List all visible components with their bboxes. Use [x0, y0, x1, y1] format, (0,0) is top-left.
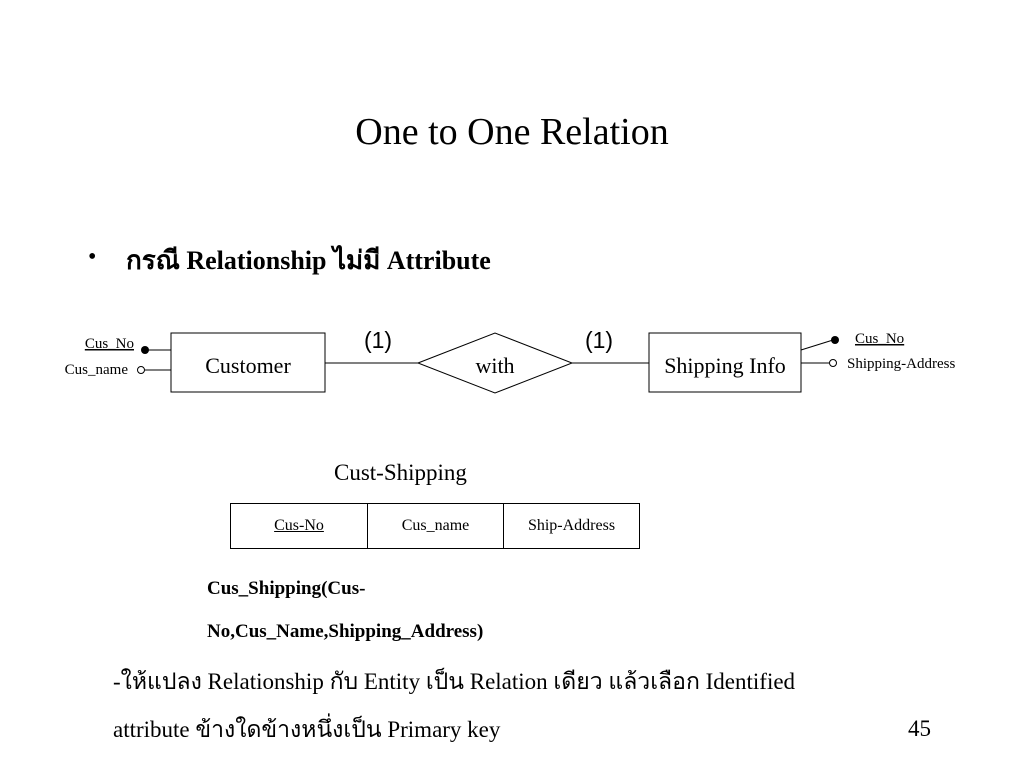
slide-title: One to One Relation: [355, 111, 669, 153]
attr-cus-no-right: Cus_No: [855, 331, 904, 347]
key-attribute-dot: [141, 346, 149, 354]
entity-customer-label: Customer: [205, 353, 291, 378]
entity-shipping-box: [648, 332, 802, 393]
entity-customer-box: [170, 332, 326, 393]
table-cell-cus-no: Cus-No: [230, 503, 368, 549]
table-cell-cus-name: Cus_name: [367, 503, 504, 549]
attribute-circle: [137, 366, 145, 374]
attr-line-cus-no-right: [800, 339, 834, 351]
table-cell-ship-address: Ship-Address: [503, 503, 640, 549]
bullet-text-thai-1: กรณี: [126, 246, 180, 275]
note-line-2: attribute ข้างใดข้างหนึ่งเป็น Primary ke…: [113, 717, 501, 742]
bullet-text-attribute: Attribute: [386, 246, 491, 275]
attr-cus-no-left: Cus_No: [85, 336, 134, 352]
bullet-text-relationship: Relationship: [186, 246, 327, 275]
cardinality-left: (1): [364, 327, 392, 353]
relation-table-title: Cust-Shipping: [334, 460, 467, 485]
attribute-circle-right: [829, 359, 837, 367]
bullet-text: กรณี Relationship ไม่มี Attribute: [126, 240, 491, 281]
attr-cus-name-left: Cus_name: [65, 362, 129, 378]
key-attribute-dot-right: [831, 336, 839, 344]
attr-shipping-address: Shipping-Address: [847, 356, 955, 372]
bullet-text-thai-2: ไม่มี: [332, 246, 381, 275]
relationship-diamond: [416, 332, 574, 394]
note-line-1: -ให้แปลง Relationship กับ Entity เป็น Re…: [113, 669, 796, 694]
bullet-marker: •: [88, 244, 97, 270]
entity-shipping-label: Shipping Info: [664, 353, 786, 378]
schema-line-1: Cus_Shipping(Cus-: [207, 578, 366, 599]
page-number: 45: [908, 716, 931, 741]
relationship-label: with: [475, 353, 514, 378]
table-row: Cus-No Cus_name Ship-Address: [230, 503, 640, 549]
relation-table: Cus-No Cus_name Ship-Address: [230, 503, 640, 549]
cardinality-right: (1): [585, 327, 613, 353]
schema-line-2: No,Cus_Name,Shipping_Address): [207, 621, 484, 642]
